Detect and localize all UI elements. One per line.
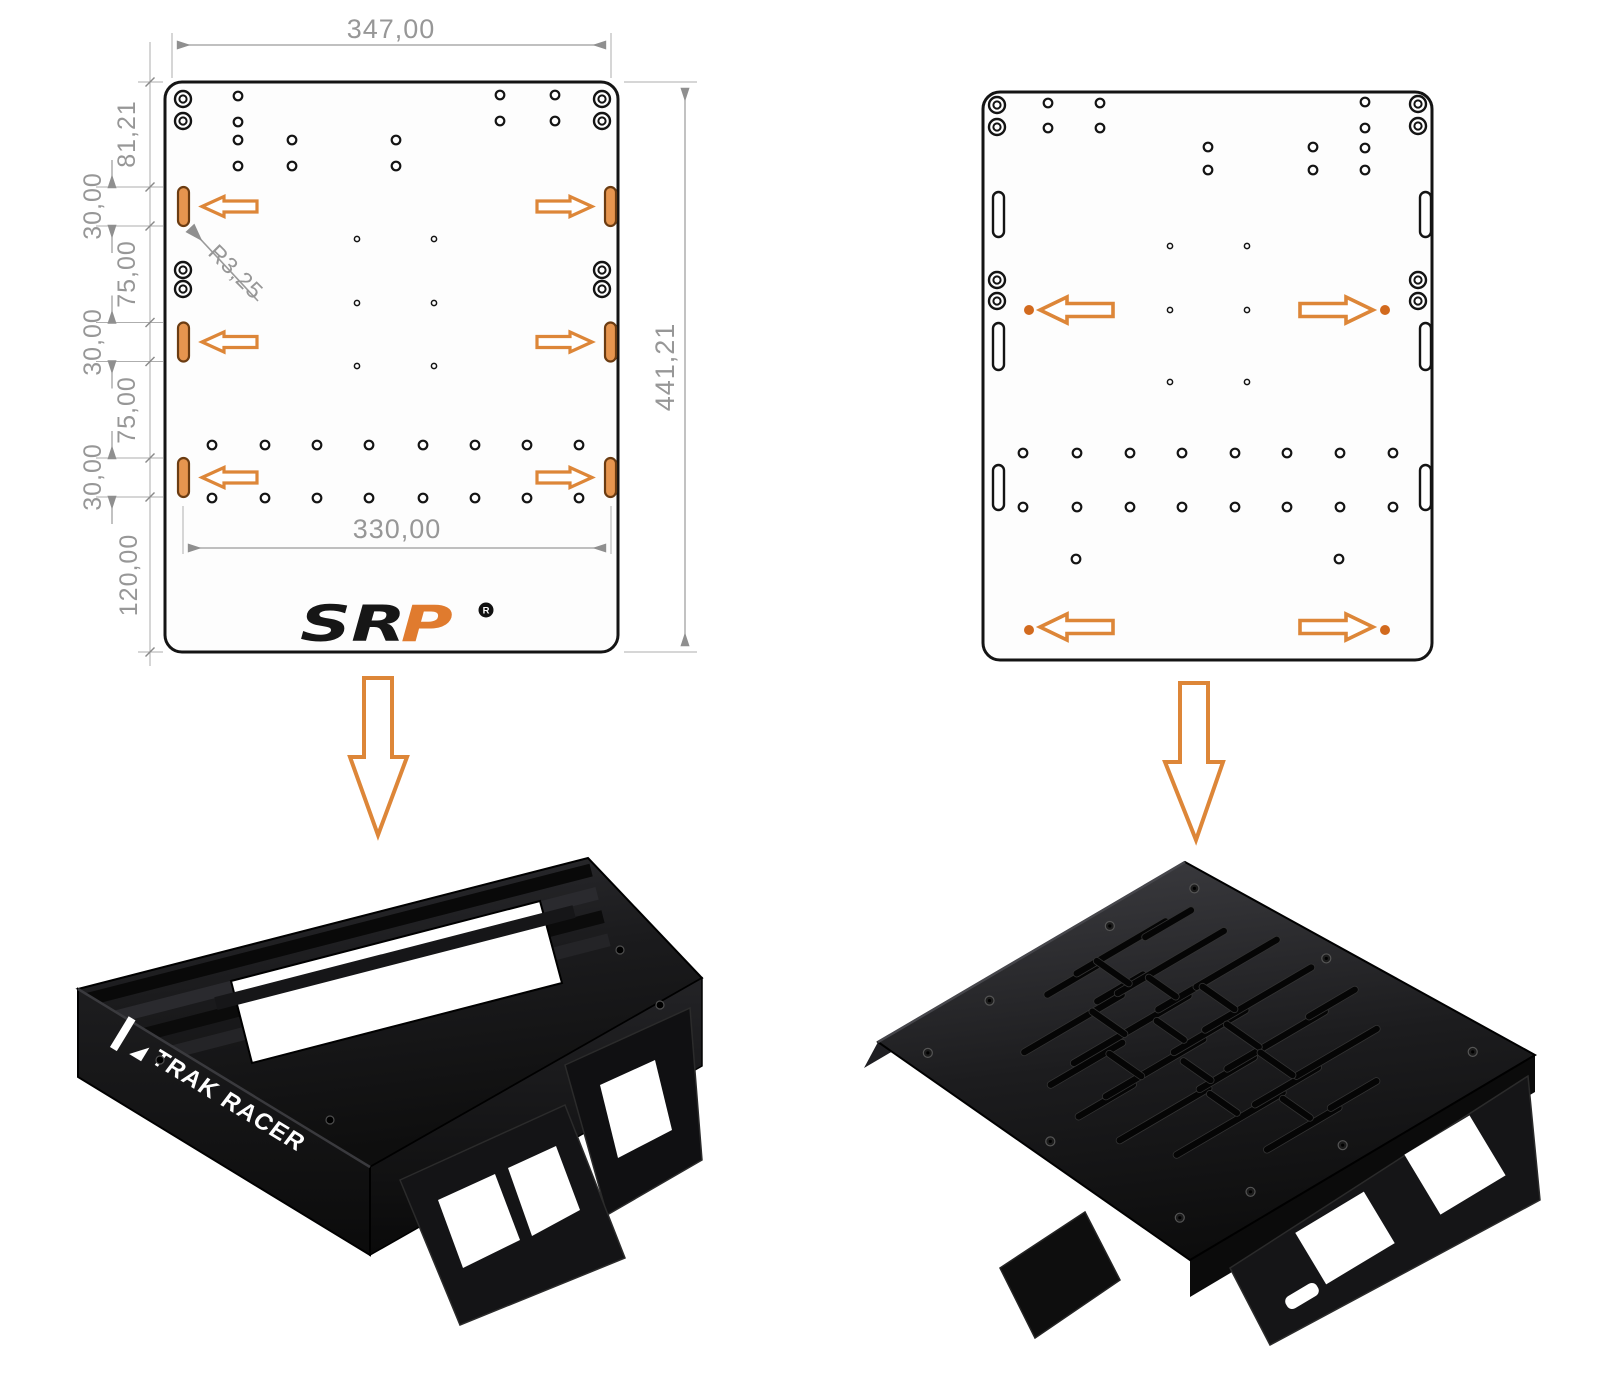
- slot-dimension-stubs: [107, 77, 155, 657]
- rear-plate-marked-holes: [1024, 305, 1390, 635]
- arrow-down-left-icon: [347, 676, 410, 841]
- rear-plate-hole-pattern: [987, 94, 1428, 565]
- rear-plate-drawing: [981, 90, 1434, 662]
- dim-slot-3: 30,00: [79, 443, 107, 511]
- bracket-bridge-rail: [214, 905, 576, 1010]
- rear-plate-hole-arrow-icons: [1035, 294, 1378, 643]
- slot-arrow-left-icon: [198, 194, 259, 219]
- slotted-plate-slot-pattern: [922, 883, 1478, 1223]
- face-top-bevel: [77, 987, 371, 1169]
- dim-gap-1: 75,00: [113, 240, 141, 308]
- dimension-lines: [96, 33, 697, 666]
- srp-logo-sr: SR: [300, 595, 406, 653]
- rear-bracket-legs: [1229, 1074, 1541, 1347]
- bracket-legs: [399, 1006, 703, 1326]
- dimension-arrow-lines: [176, 40, 690, 647]
- registered-mark-letter: R: [483, 606, 490, 617]
- slot-arrow-right-icon: [535, 465, 596, 490]
- srp-logo: SR P R: [300, 595, 494, 653]
- slot-arrow-right-icon: [535, 329, 596, 355]
- slotted-plate-bracket-photo: [864, 860, 1541, 1347]
- front-plate-dimension-drawing: 347,00 441,21 330,00 81,21 30,00 75,00 3…: [79, 14, 697, 666]
- dim-plate-height: 441,21: [650, 323, 680, 412]
- rear-plate-outline: [981, 90, 1434, 662]
- slot-arrow-left-icon: [198, 465, 259, 490]
- front-plate-orange-slots: [176, 185, 618, 499]
- radius-leader-line: [185, 223, 259, 302]
- dim-gap-2: 75,00: [113, 376, 141, 444]
- dim-slot-1: 30,00: [79, 172, 107, 240]
- dim-top-offset: 81,21: [113, 100, 141, 168]
- face-slot-mark: [109, 1016, 136, 1052]
- dim-slot-2: 30,00: [79, 308, 107, 376]
- dim-plate-width: 347,00: [347, 14, 436, 44]
- dim-hole-span: 330,00: [353, 514, 442, 544]
- bracket-screws: [155, 945, 665, 1125]
- face-triangle-mark: [129, 1047, 150, 1062]
- bracket-foot-tab: [999, 1210, 1121, 1340]
- registered-mark-icon: [478, 602, 494, 618]
- plate-front-edge: [1190, 1055, 1535, 1297]
- front-plate-outline: [163, 80, 620, 654]
- front-plate-slot-arrow-icons: [198, 194, 596, 490]
- arrow-down-right-icon: [1162, 681, 1226, 846]
- hole-arrow-right-icon: [1298, 611, 1378, 643]
- hole-arrow-left-icon: [1035, 611, 1115, 643]
- front-plate-hole-pattern: [173, 89, 612, 504]
- rear-plate-edge-slots: [991, 190, 1433, 512]
- slot-arrow-right-icon: [535, 194, 596, 219]
- hole-arrow-left-icon: [1035, 294, 1115, 326]
- plate-edge-highlight: [877, 860, 1186, 1044]
- trak-racer-bracket-photo: TRAK RACER: [75, 856, 704, 1326]
- dim-bottom-offset: 120,00: [115, 534, 143, 616]
- slot-arrow-left-icon: [198, 329, 259, 355]
- hole-arrow-right-icon: [1298, 294, 1378, 326]
- srp-logo-p: P: [401, 595, 453, 653]
